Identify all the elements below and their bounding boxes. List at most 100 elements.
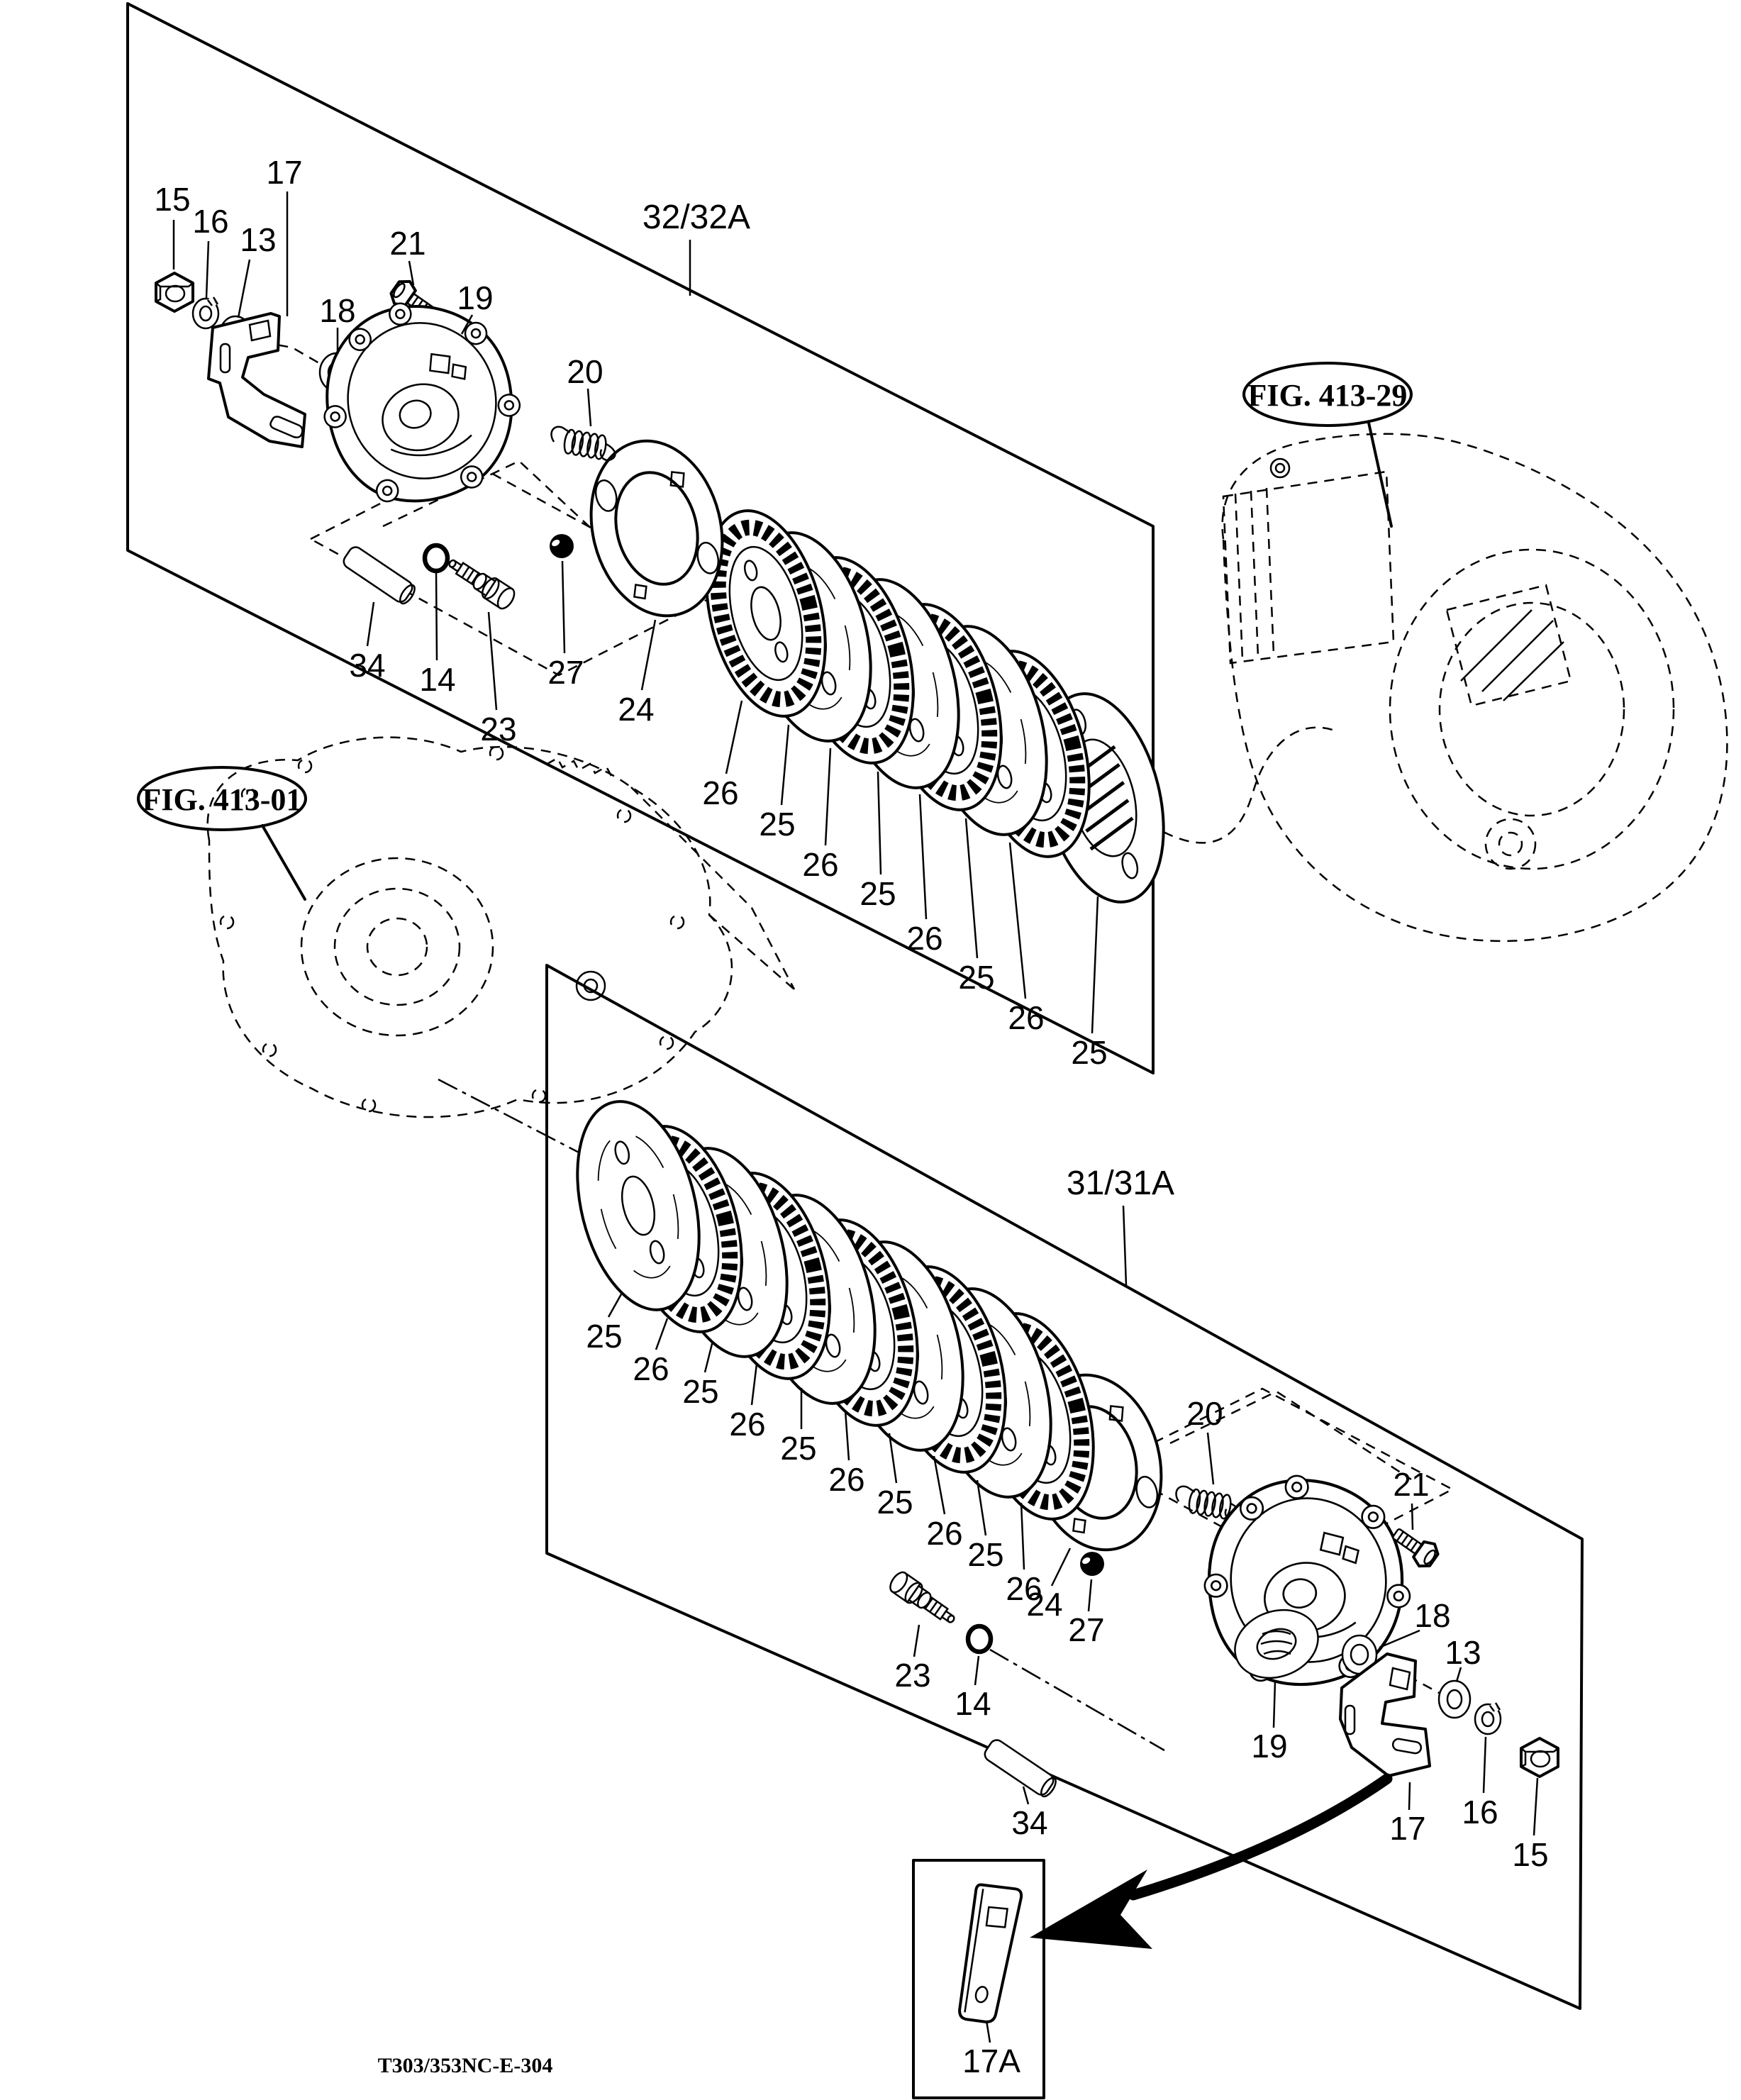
- drawing-code: T303/353NC-E-304: [378, 2054, 553, 2077]
- leader-line-25: [964, 818, 979, 959]
- part-number-26: 26: [828, 1461, 864, 1498]
- leader-line-20: [586, 388, 592, 427]
- part-number-16: 16: [1462, 1794, 1498, 1830]
- part-number-25: 25: [958, 959, 994, 996]
- upper-assembly-label: 32/32A: [643, 199, 750, 236]
- part-number-26: 26: [1008, 999, 1044, 1036]
- part-number-18: 18: [1414, 1597, 1450, 1634]
- leader-line-19: [460, 314, 474, 335]
- leader-line-23: [913, 1624, 920, 1657]
- fig-413-29-leader: [1367, 421, 1393, 528]
- leader-line-26: [655, 1318, 669, 1350]
- leader-line-27: [1087, 1579, 1093, 1612]
- disc-stack-31-31A: [576, 1100, 1181, 1566]
- leader-line-13: [237, 259, 251, 318]
- leader-line-21: [1411, 1503, 1414, 1530]
- lower-assembly-label: 31/31A: [1067, 1165, 1174, 1202]
- part-number-27: 27: [1068, 1611, 1104, 1648]
- part-number-25: 25: [967, 1536, 1003, 1573]
- part-number-34: 34: [1011, 1804, 1047, 1841]
- fig-413-29-badge: [1242, 362, 1413, 427]
- steel-ball-27-upper: [550, 534, 574, 558]
- part-number-21: 21: [389, 225, 425, 262]
- fig-413-29-label: FIG. 413-29: [1248, 378, 1408, 413]
- leader-line-17A: [985, 2020, 991, 2043]
- leader-line-26: [1008, 842, 1027, 999]
- fig-413-01-leader: [261, 824, 306, 901]
- housing-fig-413-01: [206, 736, 796, 1118]
- disc-stack-32-32A: [572, 425, 1165, 904]
- part-number-24: 24: [618, 691, 654, 728]
- part-number-26: 26: [926, 1515, 962, 1552]
- washer-13-lower: [1437, 1679, 1472, 1719]
- leader-line-26: [725, 700, 743, 774]
- part-number-24: 24: [1026, 1586, 1062, 1623]
- leader-line-25: [877, 771, 882, 875]
- part-number-20: 20: [1186, 1395, 1223, 1432]
- lower-assembly-parts: [886, 1462, 1559, 1801]
- upper-panel: [126, 2, 1155, 1074]
- part-number-26: 26: [729, 1406, 765, 1443]
- upper-assembly-parts: [155, 272, 620, 613]
- leader-line-26: [918, 794, 928, 920]
- leader-line-25: [888, 1433, 898, 1484]
- part-number-17: 17: [266, 154, 302, 191]
- part-number-25: 25: [1071, 1034, 1107, 1071]
- part-number-19: 19: [457, 279, 493, 316]
- part-number-20: 20: [567, 353, 603, 390]
- part-number-19: 19: [1251, 1728, 1287, 1765]
- part-number-17A: 17A: [962, 2043, 1020, 2079]
- brake-lever-17-upper: [207, 312, 306, 448]
- lower-panel: [545, 964, 1584, 2010]
- leader-line-21: [408, 260, 415, 286]
- lower-assembly-leader: [1122, 1205, 1128, 1286]
- leader-line-25: [1091, 896, 1099, 1034]
- part-number-26: 26: [906, 920, 942, 957]
- assembly-callouts: 32/32A 31/31A: [643, 199, 1174, 1286]
- housing-fig-413-29: [1221, 433, 1728, 943]
- leader-line-14: [974, 1655, 980, 1686]
- leader-line-14: [435, 571, 438, 661]
- part-number-15: 15: [154, 181, 190, 218]
- part-number-18: 18: [319, 292, 355, 329]
- leader-line-27: [561, 560, 566, 654]
- spring-washer-16-upper: [193, 297, 218, 328]
- leader-line-24: [640, 619, 657, 691]
- part-number-15: 15: [1512, 1836, 1548, 1873]
- steel-plate-25: [576, 1100, 701, 1311]
- part-number-17: 17: [1389, 1810, 1425, 1847]
- spring-washer-16-lower: [1475, 1703, 1501, 1734]
- detail-arrow: [1030, 1773, 1393, 1949]
- leader-line-13: [1455, 1667, 1462, 1682]
- brake-lever-17-lower: [1339, 1652, 1431, 1777]
- leader-line-20: [1206, 1432, 1215, 1485]
- leader-line-24: [1050, 1548, 1072, 1587]
- fig-413-01-label: FIG. 413-01: [143, 782, 302, 817]
- part-number-26: 26: [802, 846, 838, 883]
- brake-disc-stacks: [572, 425, 1181, 1566]
- part-number-26: 26: [633, 1350, 669, 1387]
- leader-line-26: [824, 748, 832, 846]
- leader-line-26: [750, 1363, 758, 1406]
- leader-line-23: [487, 611, 498, 711]
- inset-box-17a: [912, 1859, 1045, 2099]
- friction-disc-26: [705, 509, 827, 718]
- leader-line-34: [366, 601, 375, 647]
- leader-line-25: [780, 724, 790, 806]
- part-number-23: 23: [480, 711, 516, 748]
- part-number-27: 27: [547, 654, 584, 691]
- part-number-25: 25: [759, 806, 795, 843]
- part-number-25: 25: [877, 1484, 913, 1521]
- part-number-25: 25: [682, 1373, 718, 1410]
- leader-line-18: [1379, 1629, 1420, 1649]
- figure-badges: FIG. 413-29 FIG. 413-01: [137, 362, 1413, 901]
- part-number-13: 13: [1445, 1634, 1481, 1671]
- leader-line-17: [1408, 1782, 1411, 1811]
- leader-line-26: [844, 1410, 850, 1461]
- leader-line-34: [1022, 1786, 1030, 1805]
- leader-line-16: [1482, 1736, 1487, 1794]
- leader-line-15: [1533, 1777, 1539, 1836]
